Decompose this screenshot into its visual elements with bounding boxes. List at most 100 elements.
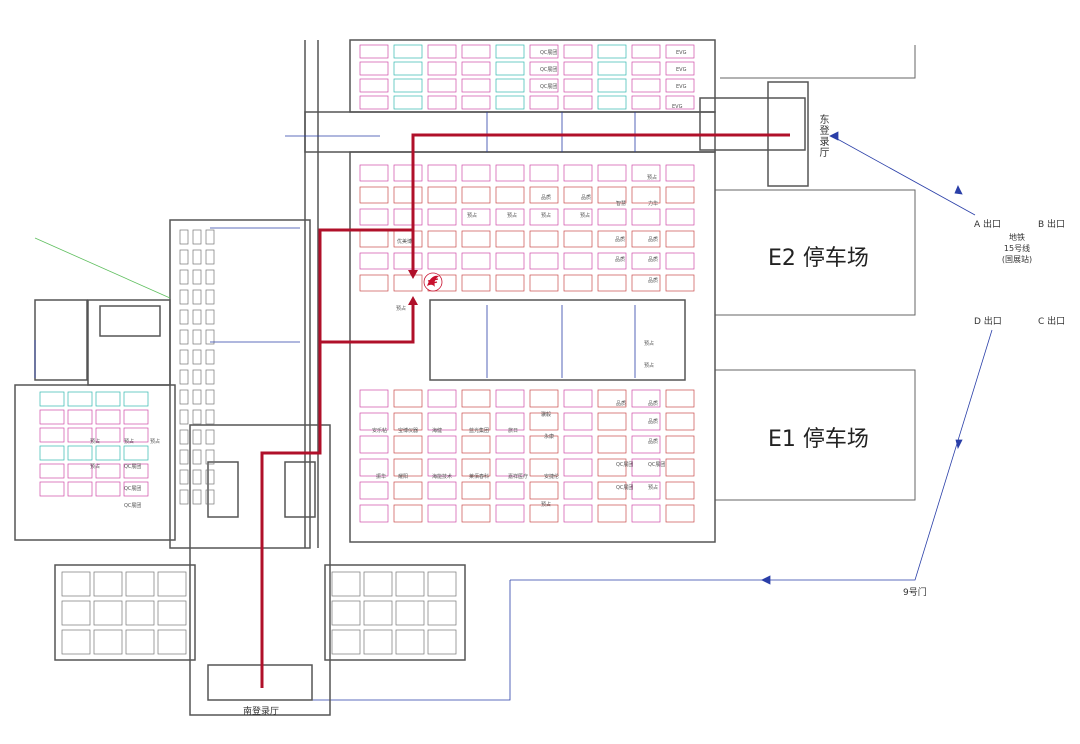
booth — [597, 274, 627, 292]
booth — [205, 429, 215, 445]
booth — [631, 458, 661, 477]
east-lobby-label: 东登录厅 — [817, 114, 828, 158]
booth — [665, 504, 695, 523]
booth — [563, 186, 593, 204]
booth-label-juri: 旅日 — [508, 427, 518, 434]
west-hall — [14, 384, 176, 541]
booth — [205, 349, 215, 365]
booth — [631, 164, 661, 182]
booth — [95, 481, 121, 497]
booth — [95, 427, 121, 443]
booth-label-yuzhan: 预占 — [396, 305, 406, 312]
booth — [359, 435, 389, 454]
booth — [495, 44, 525, 59]
booth — [39, 409, 65, 425]
booth — [192, 289, 202, 305]
booth-label-yuzhan: 预占 — [124, 438, 134, 445]
metro-station-label: 地铁 15号线 (国展站) — [995, 232, 1039, 265]
booth-label-anjie: 安捷伦 — [544, 473, 559, 480]
booth — [192, 229, 202, 245]
booth — [461, 186, 491, 204]
booth-label-pinzhi: 品质 — [615, 236, 625, 243]
booth — [529, 252, 559, 270]
booth — [563, 44, 593, 59]
booth — [393, 252, 423, 270]
booth — [495, 208, 525, 226]
booth — [597, 230, 627, 248]
booth — [495, 252, 525, 270]
booth — [665, 412, 695, 431]
west-lobby — [87, 299, 171, 386]
booth — [179, 369, 189, 385]
booth — [123, 427, 149, 443]
booth-label-evg: EVG — [676, 67, 687, 73]
booth — [461, 44, 491, 59]
booth-label-languang: 蓝光集团 — [469, 427, 489, 434]
booth — [529, 186, 559, 204]
booths-main-hall — [359, 164, 695, 523]
booth — [359, 44, 389, 59]
booth-label-yuzhan: 预占 — [647, 174, 657, 181]
booth — [205, 329, 215, 345]
booth — [192, 309, 202, 325]
southwest-building — [54, 564, 196, 661]
booth — [665, 458, 695, 477]
booth-label-qc: QC展团 — [124, 464, 141, 470]
guide-arrow-east — [829, 131, 839, 141]
booth — [157, 571, 187, 597]
guide-line-a — [831, 135, 976, 216]
booth — [359, 208, 389, 226]
booth — [205, 229, 215, 245]
booth — [427, 389, 457, 408]
booth-label-qc: QC展团 — [540, 50, 557, 56]
booth — [359, 481, 389, 500]
booth — [427, 252, 457, 270]
booths-north-hall — [359, 44, 695, 110]
metro-exit-c: C 出口 — [1038, 317, 1066, 327]
booth — [597, 252, 627, 270]
booth-label-qc: QC展团 — [616, 485, 633, 491]
booth-label-jiyi: 骥毅 — [541, 411, 551, 418]
booth — [393, 504, 423, 523]
booth — [631, 435, 661, 454]
booth — [427, 61, 457, 76]
booth — [205, 369, 215, 385]
booth — [563, 252, 593, 270]
booth — [529, 435, 559, 454]
booth — [597, 435, 627, 454]
booth-label-yuzhan: 预占 — [507, 212, 517, 219]
booth — [461, 252, 491, 270]
green-boundary-line — [34, 237, 171, 299]
booth — [393, 44, 423, 59]
booth — [597, 389, 627, 408]
booth — [179, 329, 189, 345]
booth — [495, 274, 525, 292]
booth — [192, 469, 202, 485]
booth — [665, 164, 695, 182]
booth-labels: QC展团QC展团QC展团EVGEVGEVGEVG预占品质品质智慧力华预占预占预占… — [90, 50, 687, 509]
booth — [495, 164, 525, 182]
booth — [631, 274, 661, 292]
booth — [495, 95, 525, 110]
booth — [529, 412, 559, 431]
booth — [461, 481, 491, 500]
booth — [61, 571, 91, 597]
booth — [461, 274, 491, 292]
route-arrow-up — [408, 296, 418, 305]
e1-parking-label: E1 停车场 — [768, 427, 869, 452]
booth — [529, 61, 559, 76]
booth — [359, 274, 389, 292]
booth — [67, 481, 93, 497]
booth — [665, 481, 695, 500]
booth — [427, 504, 457, 523]
booth — [597, 412, 627, 431]
booth — [665, 435, 695, 454]
booth — [597, 78, 627, 93]
booth — [495, 504, 525, 523]
booth — [205, 309, 215, 325]
booth — [179, 249, 189, 265]
booth — [205, 449, 215, 465]
booth — [359, 389, 389, 408]
booth — [563, 61, 593, 76]
booth — [93, 629, 123, 655]
